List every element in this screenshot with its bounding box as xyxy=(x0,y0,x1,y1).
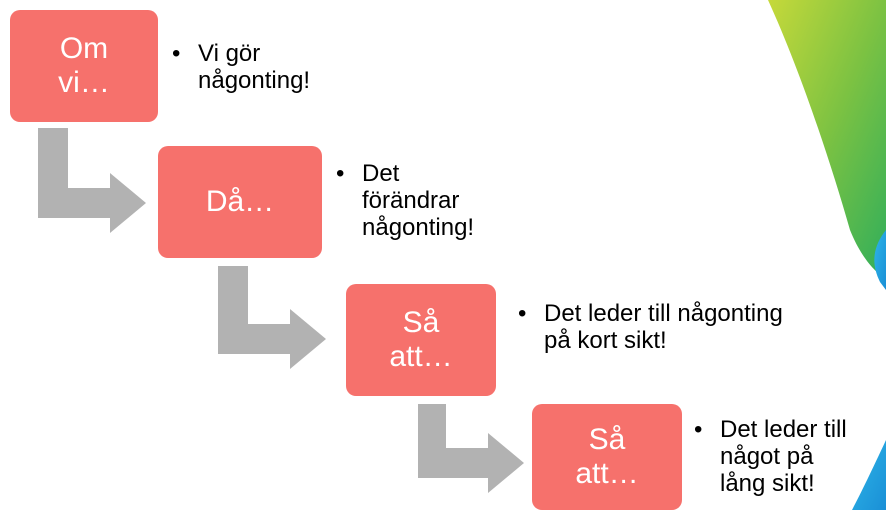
step-4-box-line-2: att… xyxy=(575,457,639,490)
bullet-dot: • xyxy=(172,40,181,67)
step-4-box-line-1: Så xyxy=(588,423,626,456)
blue-bottom-shape xyxy=(852,440,886,510)
blue-leaf-shape xyxy=(874,230,886,290)
step-2-bullet: • Det förändrar någonting! xyxy=(336,160,474,241)
bullet-dot: • xyxy=(518,300,527,327)
step-3-box: Så att… xyxy=(346,284,496,396)
step-4-bullet: • Det leder till något på lång sikt! xyxy=(694,416,847,497)
step-3-box-line-2: att… xyxy=(389,340,453,373)
step-2-box-line-1: Då… xyxy=(205,185,275,218)
step-3-bullet-line-1: Det leder till någonting xyxy=(544,300,783,327)
step-2-box: Då… xyxy=(158,146,322,258)
step-4-box: Så att… xyxy=(532,404,682,510)
step-2-bullet-line-2: förändrar xyxy=(362,187,460,214)
step-1-bullet-line-2: någonting! xyxy=(198,67,311,94)
arrow-3 xyxy=(418,404,524,493)
bullet-dot: • xyxy=(694,416,703,443)
bullet-dot: • xyxy=(336,160,345,187)
step-2-bullet-line-3: någonting! xyxy=(362,214,475,241)
step-4-bullet-line-2: något på xyxy=(720,443,814,470)
step-3-box-line-1: Så xyxy=(402,306,440,339)
arrow-2 xyxy=(218,266,326,369)
step-3-bullet-line-2: på kort sikt! xyxy=(544,327,667,354)
step-1-box-line-2: vi… xyxy=(58,66,110,99)
step-1-bullet-line-1: Vi gör xyxy=(198,40,261,67)
step-3-bullet: • Det leder till någonting på kort sikt! xyxy=(518,300,783,354)
arrow-1 xyxy=(38,128,146,233)
step-2-bullet-line-1: Det xyxy=(362,160,400,187)
step-4-bullet-line-3: lång sikt! xyxy=(720,470,815,497)
step-4-bullet-line-1: Det leder till xyxy=(720,416,847,443)
step-1-box: Om vi… xyxy=(10,10,158,122)
step-1-box-line-1: Om xyxy=(59,32,109,65)
green-leaf-shape xyxy=(768,0,886,278)
step-1-bullet: • Vi gör någonting! xyxy=(172,40,310,94)
